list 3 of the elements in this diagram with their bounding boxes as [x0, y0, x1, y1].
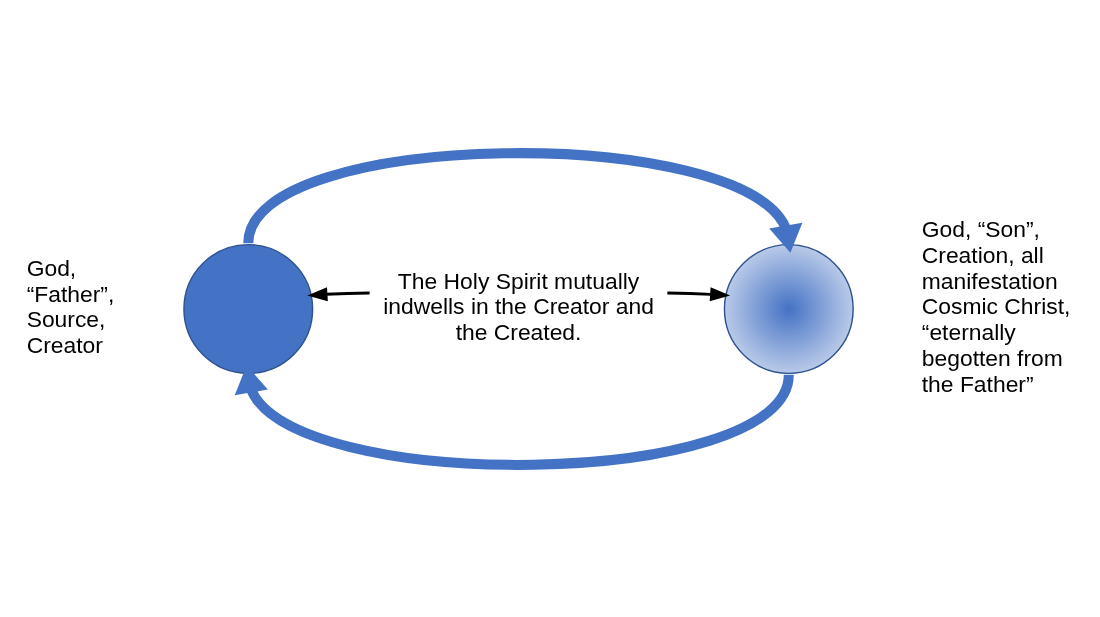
node-text: The Holy Spirit mutually indwells in the Creator and the Created. — [383, 267, 654, 345]
node-label: God, “Father”, Source, Creator — [26, 254, 115, 358]
node-label: God, “Son”, Creation, all manifestation Cosmic Christ, “eternally begotten from the Father” — [921, 215, 1071, 397]
